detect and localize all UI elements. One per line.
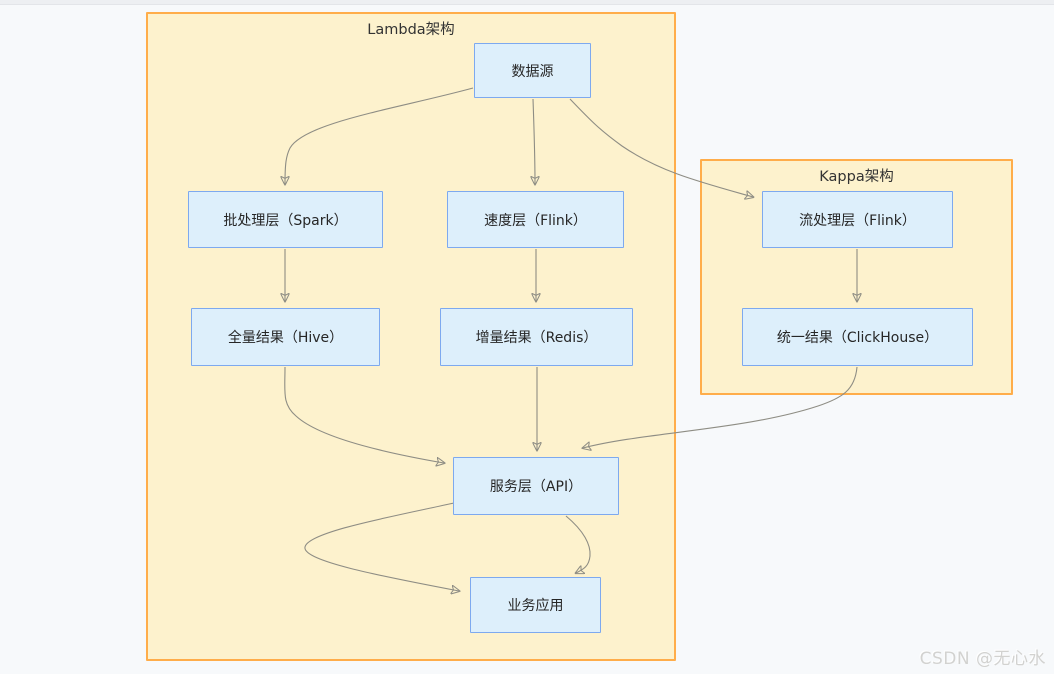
node-business-app-label: 业务应用	[507, 598, 564, 614]
node-service-layer-label: 服务层（API）	[489, 479, 583, 495]
node-service-layer: 服务层（API）	[453, 457, 619, 515]
node-stream-layer: 流处理层（Flink）	[762, 191, 953, 248]
kappa-architecture-title: Kappa架构	[819, 169, 894, 185]
node-incremental-result: 增量结果（Redis）	[440, 308, 633, 366]
node-batch-layer: 批处理层（Spark）	[188, 191, 383, 248]
node-business-app: 业务应用	[470, 577, 601, 633]
node-speed-layer-label: 速度层（Flink）	[484, 212, 587, 229]
node-speed-layer: 速度层（Flink）	[447, 191, 624, 248]
node-incremental-result-label: 增量结果（Redis）	[475, 330, 598, 346]
csdn-watermark: CSDN @无心水	[919, 649, 1046, 669]
node-stream-layer-label: 流处理层（Flink）	[799, 212, 916, 229]
node-full-result: 全量结果（Hive）	[191, 308, 380, 366]
lambda-architecture-title: Lambda架构	[367, 22, 455, 38]
node-batch-layer-label: 批处理层（Spark）	[223, 212, 348, 229]
top-strip	[0, 0, 1054, 5]
node-datasource-label: 数据源	[511, 63, 554, 80]
node-datasource: 数据源	[474, 43, 591, 98]
node-full-result-label: 全量结果（Hive）	[227, 330, 344, 346]
node-unified-result: 统一结果（ClickHouse）	[742, 308, 973, 366]
node-unified-result-label: 统一结果（ClickHouse）	[776, 330, 939, 346]
